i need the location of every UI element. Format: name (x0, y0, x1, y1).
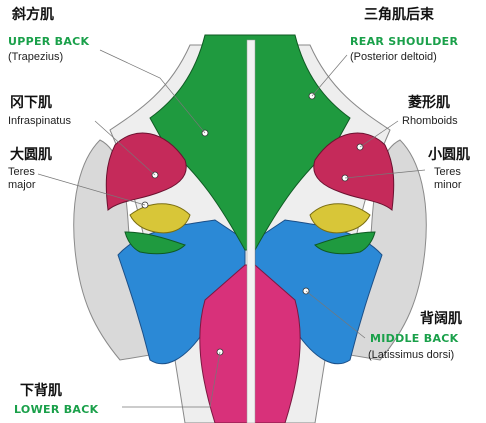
leader-lines (37, 49, 426, 408)
label-middle-back-scientific: (Latissimus dorsi) (368, 349, 455, 361)
leader-infraspinatus (94, 120, 156, 176)
teres-major-right (314, 231, 376, 255)
leader-trapezius (99, 49, 206, 134)
teres-major-left (124, 231, 186, 255)
label-rear-shoulder-english: REAR SHOULDER (350, 35, 459, 48)
label-teres-major-scientific-2: major (8, 179, 36, 191)
label-teres-major-scientific-1: Teres (8, 166, 35, 178)
leader-teres-major (37, 173, 146, 206)
teres-minor-right (309, 203, 371, 234)
label-lower-back-english: LOWER BACK (14, 403, 99, 416)
leader-teres-minor (344, 169, 426, 179)
label-rhomboids-chinese: 菱形肌 (408, 95, 450, 111)
label-teres-minor-scientific-1: Teres (434, 166, 461, 178)
label-teres-minor-chinese: 小圆肌 (428, 147, 470, 163)
label-infraspinatus-chinese: 冈下肌 (10, 95, 52, 111)
label-middle-back-english: MIDDLE BACK (370, 332, 459, 345)
label-infraspinatus-scientific: Infraspinatus (8, 115, 71, 127)
leader-rear-shoulder (311, 54, 348, 97)
label-trapezius-english: UPPER BACK (8, 35, 90, 48)
posterior-deltoid-right (313, 132, 395, 211)
label-middle-back-chinese: 背阔肌 (420, 311, 462, 327)
label-trapezius-scientific: (Trapezius) (8, 51, 64, 63)
label-lower-back-chinese: 下背肌 (20, 383, 62, 399)
label-teres-major-chinese: 大圆肌 (10, 147, 52, 163)
label-rhomboids-scientific: Rhomboids (402, 115, 458, 127)
leader-middle-back (305, 290, 366, 339)
posterior-deltoid-left (105, 132, 187, 211)
label-teres-minor-scientific-2: minor (434, 179, 462, 191)
leader-lower-back (122, 351, 221, 408)
spine (246, 39, 256, 423)
leader-rhomboids (359, 120, 399, 148)
label-rear-shoulder-chinese: 三角肌后束 (364, 7, 434, 23)
teres-minor-left (129, 203, 191, 234)
label-rear-shoulder-scientific: (Posterior deltoid) (350, 51, 437, 63)
label-trapezius-chinese: 斜方肌 (12, 7, 54, 23)
